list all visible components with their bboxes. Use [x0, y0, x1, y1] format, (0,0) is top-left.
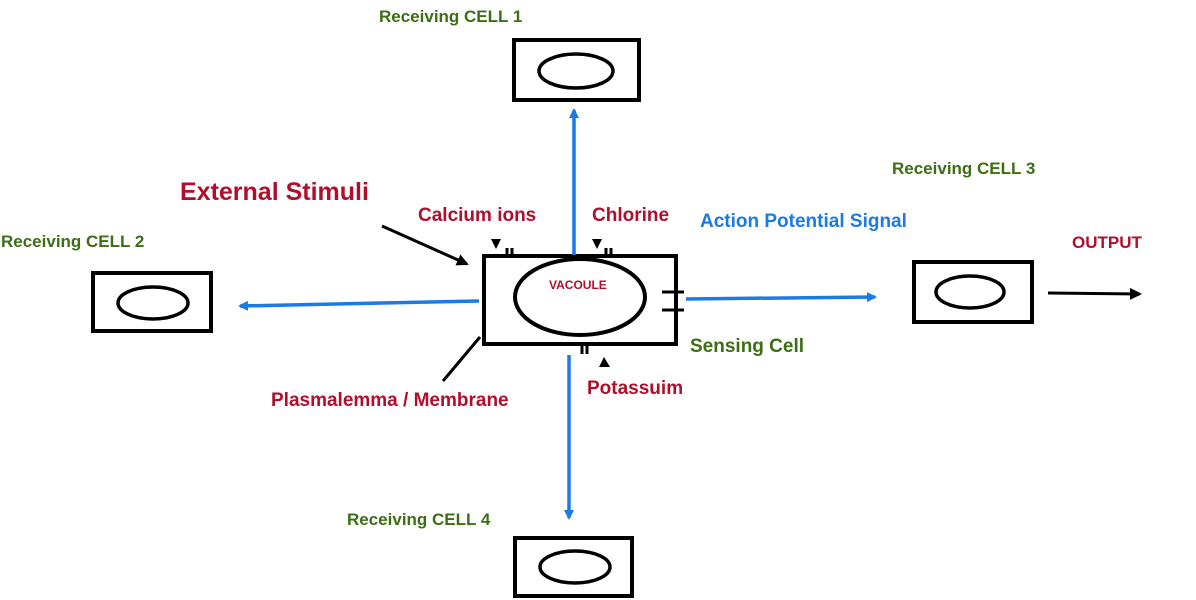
- external-stimuli-label: External Stimuli: [180, 178, 369, 206]
- receiving-cell-4: [513, 536, 634, 598]
- calcium-pointer-icon: [491, 239, 501, 249]
- membrane-pointer-line: [441, 336, 482, 382]
- plasmalemma-label: Plasmalemma / Membrane: [271, 390, 509, 411]
- chlorine-label: Chlorine: [592, 205, 670, 226]
- potassium-pointer-icon: [599, 357, 610, 367]
- receiving-cell-1-label: Receiving CELL 1: [379, 7, 523, 26]
- right-channel: [662, 290, 684, 312]
- chlorine-pointer-icon: [592, 239, 602, 249]
- sensing-cell-label: Sensing Cell: [690, 336, 805, 357]
- vacuole-label: VACOULE: [549, 278, 607, 292]
- external-stimuli-arrow: [381, 224, 469, 266]
- action-potential-signal-label: Action Potential Signal: [700, 211, 907, 232]
- calcium-channel: [505, 248, 514, 256]
- signal-arrow-right: [685, 292, 877, 303]
- output-label: OUTPUT: [1072, 233, 1142, 252]
- receiving-cell-2: [91, 271, 213, 333]
- receiving-cell-2-label: Receiving CELL 2: [1, 232, 145, 251]
- potassium-channel: [580, 345, 589, 354]
- receiving-cell-3: [912, 260, 1034, 324]
- output-arrow: [1047, 287, 1142, 300]
- receiving-cell-1: [512, 38, 641, 102]
- sensing-cell: [482, 254, 678, 346]
- calcium-ions-label: Calcium ions: [418, 205, 537, 226]
- receiving-cell-4-label: Receiving CELL 4: [347, 510, 491, 529]
- vacuole-ellipse: [513, 257, 647, 337]
- potassium-label: Potassuim: [587, 378, 684, 399]
- signal-arrow-left: [238, 299, 480, 311]
- chlorine-channel: [604, 248, 613, 256]
- receiving-cell-3-label: Receiving CELL 3: [892, 159, 1036, 178]
